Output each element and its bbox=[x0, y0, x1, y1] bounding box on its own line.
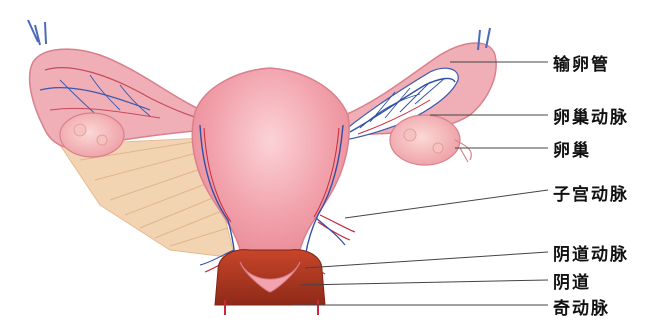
leader-vagina bbox=[300, 280, 548, 285]
label-uterine-artery: 子宫动脉 bbox=[553, 180, 629, 205]
leader-uterine-artery bbox=[345, 190, 548, 218]
label-ovary: 卵巢 bbox=[553, 136, 591, 161]
leader-vaginal-artery bbox=[305, 252, 548, 268]
right-ovary bbox=[390, 115, 471, 165]
label-vagina: 阴道 bbox=[553, 268, 591, 293]
label-fallopian-tube: 输卵管 bbox=[553, 50, 610, 75]
label-ovarian-artery: 卵巢动脉 bbox=[553, 103, 629, 128]
left-ovary bbox=[60, 113, 124, 157]
label-azygos-artery: 奇动脉 bbox=[553, 294, 610, 319]
label-vaginal-artery: 阴道动脉 bbox=[553, 240, 629, 265]
